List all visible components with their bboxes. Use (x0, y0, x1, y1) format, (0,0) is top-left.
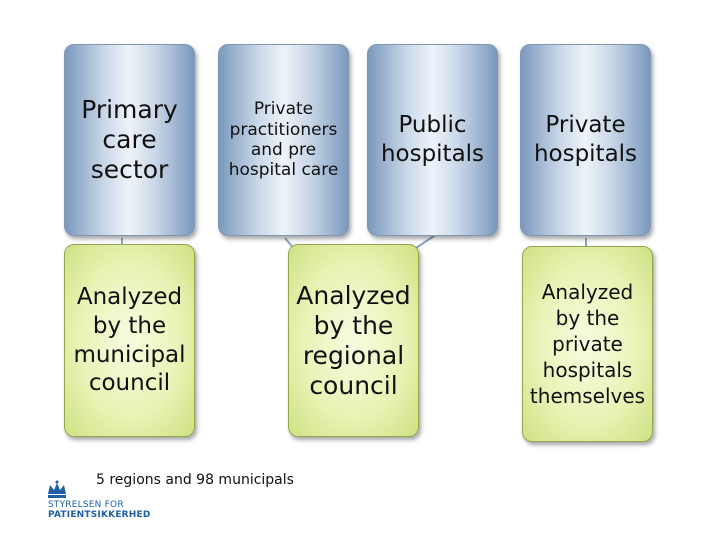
logo-line-2: PATIENTSIKKERHED (48, 510, 151, 520)
municipal-council-box: Analyzed by the municipal council (64, 244, 195, 437)
private-hospitals-label: Private hospitals (533, 112, 638, 167)
private-hospitals-box: Private hospitals (520, 44, 651, 236)
private-practitioners-box: Private practitioners and pre hospital c… (218, 44, 349, 236)
private-practitioners-label: Private practitioners and pre hospital c… (228, 99, 339, 181)
primary-care-sector-box: Primary care sector (64, 44, 195, 236)
municipal-council-label: Analyzed by the municipal council (73, 284, 186, 397)
crown-icon (48, 480, 66, 498)
regional-council-box: Analyzed by the regional council (288, 244, 419, 437)
public-hospitals-box: Public hospitals (367, 44, 498, 236)
primary-care-sector-label: Primary care sector (81, 95, 178, 184)
regional-council-label: Analyzed by the regional council (296, 280, 411, 400)
logo-text: STYRELSEN FOR PATIENTSIKKERHED (48, 500, 151, 520)
private-hospitals-themselves-box: Analyzed by the private hospitals themse… (522, 246, 653, 442)
public-hospitals-label: Public hospitals (380, 112, 485, 167)
logo-line-1: STYRELSEN FOR (48, 500, 124, 510)
private-hospitals-themselves-label: Analyzed by the private hospitals themse… (529, 280, 646, 408)
caption-text: 5 regions and 98 municipals (96, 472, 294, 488)
